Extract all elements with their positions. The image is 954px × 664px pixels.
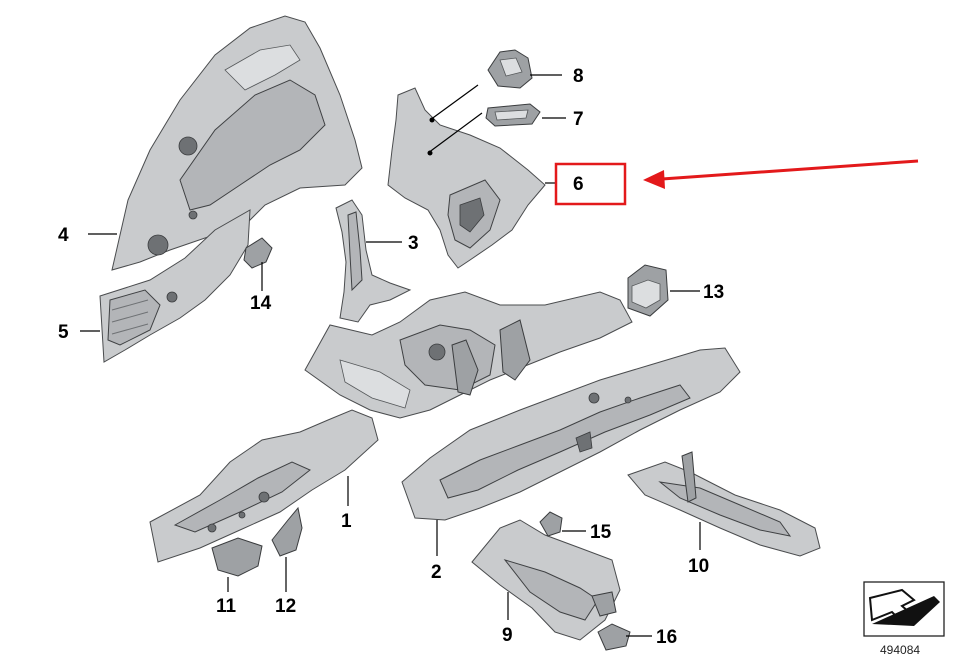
callout-8: 8 (573, 66, 584, 87)
part-10-rear-channel (627, 451, 821, 557)
callout-15: 15 (590, 522, 612, 543)
leader-lines (80, 74, 701, 637)
callout-14: 14 (250, 293, 272, 314)
part-5-lower-panel (99, 209, 251, 363)
callout-2: 2 (431, 562, 442, 583)
callout-9: 9 (502, 625, 513, 646)
reference-block: 494084 (863, 581, 945, 657)
part-9-lower-tray (471, 519, 621, 641)
highlight-arrow-line (661, 159, 919, 181)
part-3-pillar (335, 199, 412, 323)
callout-13: 13 (703, 282, 724, 303)
highlight-annotation (554, 159, 919, 206)
part-1-left-rail (149, 409, 379, 563)
reference-number: 494084 (880, 643, 920, 657)
part-16-clip (597, 623, 631, 651)
part-12-bracket (271, 506, 303, 557)
callout-12: 12 (275, 596, 296, 617)
highlight-box (554, 162, 627, 206)
arrow-down-right-icon (868, 588, 940, 626)
part-15-clip (539, 511, 563, 537)
floor-assembly (304, 291, 633, 419)
callout-5: 5 (58, 322, 69, 343)
part-6-support-bracket (387, 87, 546, 269)
part-11-bracket (211, 537, 263, 577)
callout-7: 7 (573, 109, 584, 130)
highlight-arrowhead (643, 170, 665, 189)
callout-3: 3 (408, 233, 419, 254)
callout-4: 4 (58, 225, 69, 246)
callout-10: 10 (688, 556, 709, 577)
part-7-clip (485, 103, 541, 127)
part-8-upper-bracket (487, 49, 533, 89)
part-13-box-bracket (627, 264, 669, 317)
part-4-wheel-arch (111, 15, 363, 271)
callout-6: 6 (573, 174, 584, 195)
callout-16: 16 (656, 627, 677, 648)
part-14-bracket (243, 237, 273, 269)
callout-11: 11 (216, 596, 237, 617)
callout-1: 1 (341, 511, 352, 532)
part-2-right-rail (401, 347, 741, 521)
callout-labels: 4 5 14 3 6 8 7 13 1 2 10 11 12 9 15 16 (58, 66, 724, 648)
